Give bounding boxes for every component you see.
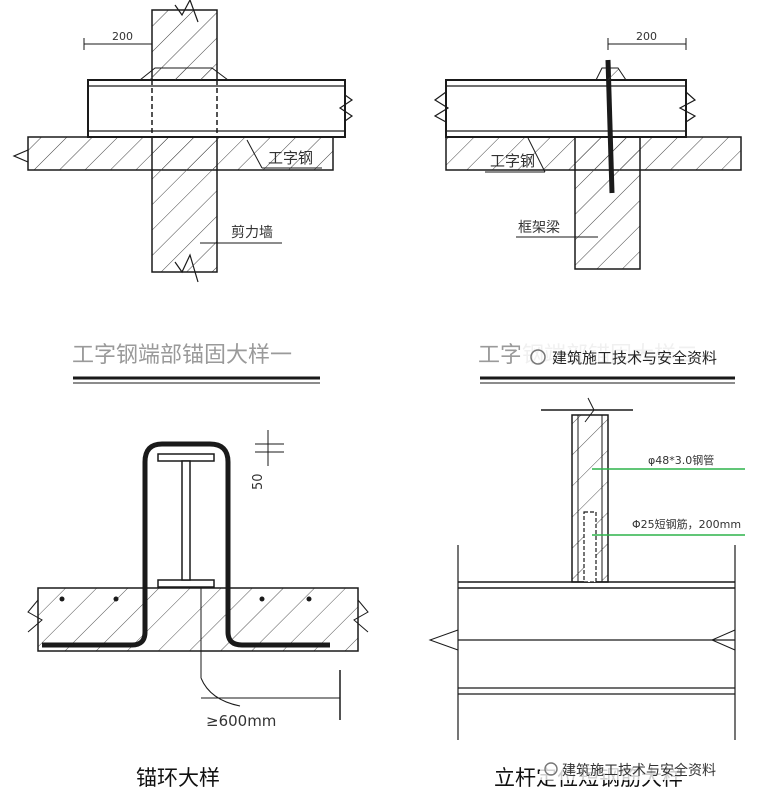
br-pipe-label: φ48*3.0钢管: [648, 453, 714, 467]
i-beam-right: [445, 79, 687, 138]
panel-bottom-right: φ48*3.0钢管 Φ25短钢筋，200mm 立杆定位短钢筋大样 建筑施工技术与…: [428, 397, 745, 790]
tr-label-beam: 框架梁: [518, 220, 560, 236]
anchor-bar: [605, 59, 615, 194]
tl-dimension: 200: [112, 30, 133, 43]
tr-watermark-bg: [520, 343, 740, 369]
panel-top-left: 200 工字钢 剪力墙 工字钢端部锚固大样一: [12, 0, 354, 384]
tl-label-steel: 工字钢: [268, 149, 313, 167]
panel-bottom-left: ≥600mm 50 锚环大样: [27, 430, 369, 790]
tl-caption: 工字钢端部锚固大样一: [72, 343, 292, 368]
bl-caption: 锚环大样: [136, 766, 220, 790]
i-beam-web: [181, 460, 191, 581]
tl-label-wall: 剪力墙: [231, 225, 273, 241]
br-rebar-label: Φ25短钢筋，200mm: [632, 517, 741, 531]
bl-dimension: 50: [251, 473, 266, 490]
tr-watermark-icon: [530, 349, 546, 365]
short-rebar: [583, 511, 597, 583]
bl-anchor-length: ≥600mm: [206, 712, 276, 730]
anchor-ring: [42, 441, 330, 648]
tr-watermark: 建筑施工技术与安全资料: [552, 349, 717, 367]
slab-bottom-left: [37, 587, 359, 652]
shear-wall-lower: [151, 136, 218, 273]
tr-label-steel: 工字钢: [490, 152, 535, 170]
br-watermark-bg: [540, 758, 745, 780]
panel-top-right: 200 工字钢 框架梁 工字钢端部锚固大样二 建筑施工技术与安全资料: [433, 30, 742, 384]
frame-beam: [574, 136, 641, 270]
tr-dimension: 200: [636, 30, 657, 43]
br-watermark-icon: [544, 762, 558, 776]
br-watermark: 建筑施工技术与安全资料: [562, 762, 716, 779]
